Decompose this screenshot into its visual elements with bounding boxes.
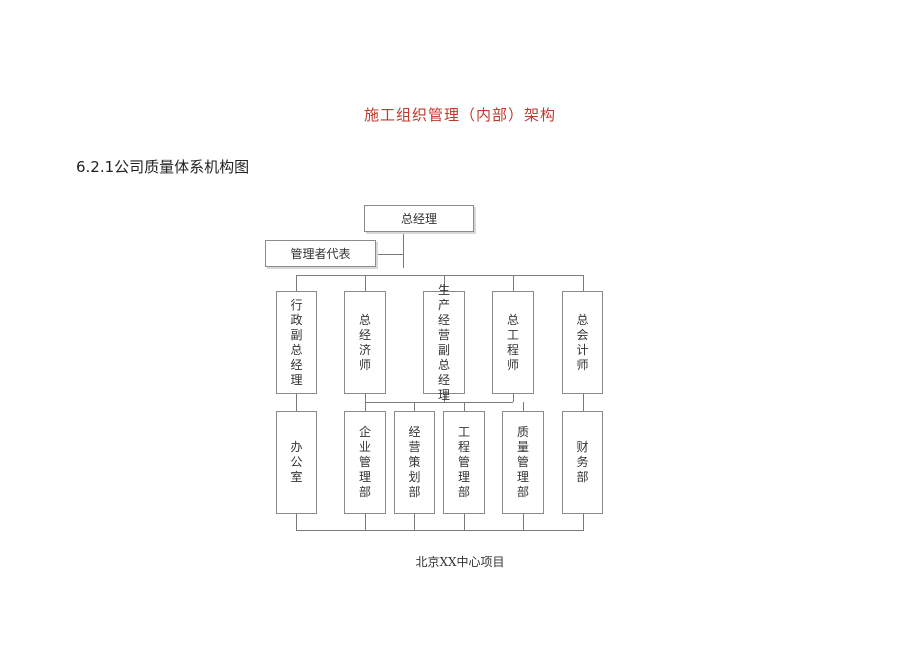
connector-line [365, 394, 366, 402]
connector-line [365, 402, 513, 403]
org-node-label: 行政副总经理 [290, 297, 303, 387]
connector-line [444, 275, 445, 291]
org-node-label: 总工程师 [506, 312, 519, 372]
connector-line [296, 394, 297, 411]
org-node-label: 质量管理部 [516, 425, 529, 499]
org-node-engineering-management: 工程管理部 [443, 411, 485, 514]
connector-line [403, 231, 404, 268]
connector-line [296, 530, 584, 531]
org-node-label: 经营策划部 [408, 425, 421, 499]
org-node-general-manager: 总经理 [364, 205, 474, 232]
org-node-office: 办公室 [276, 411, 317, 514]
org-node-production-deputy-gm: 生产经营副总经理 [423, 283, 465, 402]
org-node-label: 总会计师 [576, 312, 589, 372]
connector-line [296, 514, 297, 530]
connector-line [296, 275, 297, 291]
section-heading: 6.2.1公司质量体系机构图 [76, 158, 250, 176]
org-node-finance: 财务部 [562, 411, 603, 514]
connector-line [513, 394, 514, 402]
connector-line [365, 275, 366, 291]
org-node-management-representative: 管理者代表 [265, 240, 376, 267]
org-node-chief-economist: 总经济师 [344, 291, 386, 394]
connector-line [414, 402, 415, 411]
org-node-admin-deputy-gm: 行政副总经理 [276, 291, 317, 394]
connector-line [444, 394, 445, 402]
connector-line [464, 514, 465, 530]
org-node-label: 财务部 [576, 440, 589, 484]
org-node-chief-engineer: 总工程师 [492, 291, 534, 394]
org-node-quality-management: 质量管理部 [502, 411, 544, 514]
org-node-label: 生产经营副总经理 [437, 282, 450, 402]
org-node-enterprise-management: 企业管理部 [344, 411, 386, 514]
connector-line [365, 514, 366, 530]
connector-line [583, 275, 584, 291]
connector-line [583, 514, 584, 530]
org-node-label: 办公室 [290, 440, 303, 484]
connector-line [414, 514, 415, 530]
connector-line [523, 514, 524, 530]
org-node-chief-accountant: 总会计师 [562, 291, 603, 394]
connector-line [464, 402, 465, 411]
connector-line [376, 254, 403, 255]
page-title: 施工组织管理（内部）架构 [363, 106, 556, 124]
org-node-label: 总经理 [400, 212, 437, 226]
connector-line [365, 402, 366, 411]
org-node-label: 管理者代表 [290, 247, 351, 261]
footer-caption: 北京XX中心项目 [415, 555, 505, 569]
org-node-business-planning: 经营策划部 [394, 411, 435, 514]
connector-line [583, 394, 584, 411]
connector-line [513, 275, 514, 291]
connector-line [523, 402, 524, 411]
connector-line [296, 275, 583, 276]
org-node-label: 企业管理部 [358, 425, 371, 499]
org-node-label: 工程管理部 [457, 425, 470, 499]
org-node-label: 总经济师 [358, 312, 371, 372]
